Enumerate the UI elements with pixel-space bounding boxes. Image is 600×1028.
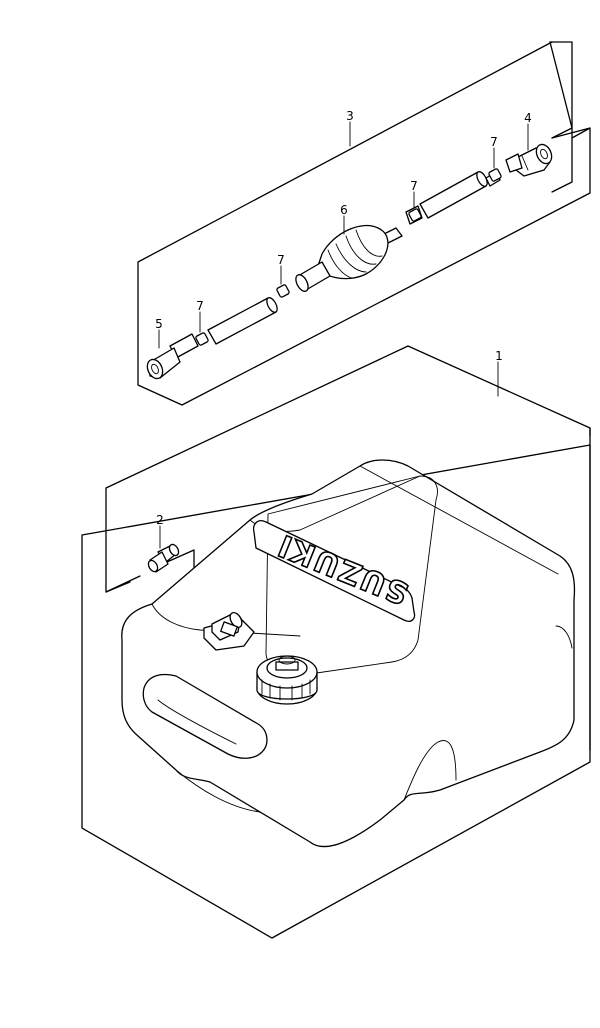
callout-4: 4 <box>524 111 532 125</box>
engine-connector-part-4 <box>505 143 553 177</box>
callout-1: 1 <box>495 349 503 363</box>
callout-7-d: 7 <box>196 299 204 313</box>
tank-connector-part-5 <box>146 333 199 380</box>
hose-upper <box>405 171 501 225</box>
fuel-cap <box>256 655 318 705</box>
fuel-tank-body <box>121 459 576 848</box>
hose-clamp-7-a <box>488 168 502 182</box>
callout-7-c: 7 <box>277 253 285 267</box>
callout-7-b: 7 <box>410 179 418 193</box>
callouts: 1 2 3 4 5 6 7 7 7 7 <box>155 109 532 527</box>
hose-clamp-7-d <box>195 332 209 346</box>
callout-5: 5 <box>155 317 163 331</box>
hose-lower <box>207 297 278 345</box>
hose-clamp-7-b <box>408 208 422 222</box>
callout-6: 6 <box>340 203 348 217</box>
hose-clamp-7-c <box>276 284 290 298</box>
callout-2: 2 <box>156 513 164 527</box>
primer-bulb-part-6 <box>295 224 403 292</box>
callout-7-a: 7 <box>490 135 498 149</box>
fitting-part-2 <box>147 543 180 573</box>
fuel-tank-frame <box>81 345 591 939</box>
callout-3: 3 <box>346 109 354 123</box>
hose-assembly-frame <box>137 41 591 406</box>
tank-outlet-fitting <box>203 611 255 651</box>
leader-lines <box>158 121 529 549</box>
